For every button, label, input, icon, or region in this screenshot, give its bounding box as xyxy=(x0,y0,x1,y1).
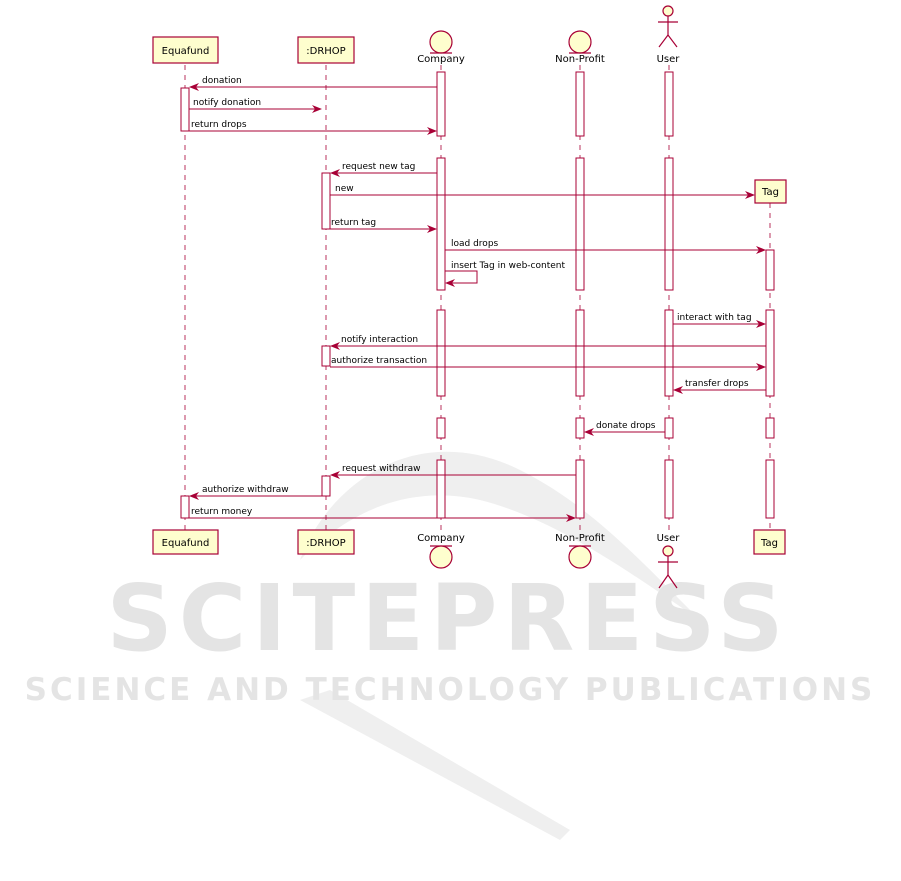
message-label: new xyxy=(335,184,354,194)
activation-bar xyxy=(321,345,331,367)
message-label: request withdraw xyxy=(342,464,420,474)
participant-user-bottom[interactable]: User xyxy=(657,533,681,589)
activation-bar xyxy=(321,172,331,230)
activation-bar xyxy=(765,309,775,397)
activation-bar xyxy=(436,71,446,137)
actor-icon xyxy=(662,5,674,17)
message-label: return money xyxy=(191,507,253,517)
participant-label: Non-Profit xyxy=(555,533,605,544)
participant-drhop-bottom[interactable]: :DRHOP xyxy=(297,529,355,555)
activation-bar xyxy=(765,417,775,439)
message-return-money[interactable]: return money xyxy=(189,507,576,522)
message-label: authorize withdraw xyxy=(202,485,289,495)
participant-tag-bottom[interactable]: Tag xyxy=(753,529,786,555)
activation-bar xyxy=(664,157,674,291)
participant-company-bottom[interactable]: Company xyxy=(417,533,465,569)
entity-icon xyxy=(429,30,453,54)
message-label: return drops xyxy=(191,120,247,130)
message-donate-drops[interactable]: donate drops xyxy=(584,421,665,436)
message-transfer-drops[interactable]: transfer drops xyxy=(673,379,766,394)
activation-bar xyxy=(664,71,674,137)
watermark-subtitle: SCIENCE AND TECHNOLOGY PUBLICATIONS xyxy=(25,672,876,708)
activation-bar xyxy=(575,309,585,397)
message-label: authorize transaction xyxy=(331,356,427,366)
participant-label: Non-Profit xyxy=(555,54,605,65)
participant-drhop-top[interactable]: :DRHOP xyxy=(297,36,355,64)
messages: donation notify donation return drops re… xyxy=(189,76,766,522)
activation-bar xyxy=(180,87,190,132)
participant-label: Company xyxy=(417,54,465,65)
watermark-wedge xyxy=(300,690,570,840)
participant-equafund-top[interactable]: Equafund xyxy=(152,36,219,64)
message-request-new-tag[interactable]: request new tag xyxy=(330,162,437,177)
participant-equafund-bottom[interactable]: Equafund xyxy=(152,529,219,555)
message-new[interactable]: new xyxy=(330,184,755,199)
activation-bar xyxy=(664,417,674,439)
message-interact-with-tag[interactable]: interact with tag xyxy=(673,313,766,328)
participant-label: Tag xyxy=(760,538,778,549)
message-return-tag[interactable]: return tag xyxy=(330,218,437,233)
activation-bar xyxy=(664,309,674,397)
message-label: return tag xyxy=(331,218,376,228)
entity-icon xyxy=(568,30,592,54)
message-label: donate drops xyxy=(596,421,656,431)
participant-label: Equafund xyxy=(162,538,210,549)
actor-icon xyxy=(662,545,674,557)
watermark-arc xyxy=(300,451,700,620)
participant-company-top[interactable]: Company xyxy=(417,30,465,65)
message-notify-interaction[interactable]: notify interaction xyxy=(330,335,766,350)
activation-bar xyxy=(436,157,446,291)
message-label: interact with tag xyxy=(677,313,752,323)
activation-bar xyxy=(436,309,446,397)
message-donation[interactable]: donation xyxy=(189,76,437,91)
activation-bar xyxy=(321,475,331,497)
activation-bar xyxy=(180,495,190,519)
participant-label: Equafund xyxy=(162,46,210,57)
entity-icon xyxy=(429,545,453,569)
participant-label: :DRHOP xyxy=(306,46,345,57)
message-notify-donation[interactable]: notify donation xyxy=(189,98,322,113)
activation-bar xyxy=(664,459,674,519)
activation-bars xyxy=(180,71,775,519)
participant-label: User xyxy=(657,54,681,65)
participant-label: :DRHOP xyxy=(306,538,345,549)
message-label: notify donation xyxy=(193,98,261,108)
message-return-drops[interactable]: return drops xyxy=(189,120,437,135)
message-authorize-transaction[interactable]: authorize transaction xyxy=(330,356,766,371)
activation-bar xyxy=(765,459,775,519)
message-label: donation xyxy=(202,76,242,86)
activation-bar xyxy=(575,157,585,291)
participant-label: User xyxy=(657,533,681,544)
activation-bar xyxy=(436,417,446,439)
message-insert-tag[interactable]: insert Tag in web-content xyxy=(445,261,565,287)
message-authorize-withdraw[interactable]: authorize withdraw xyxy=(189,485,322,500)
activation-bar xyxy=(765,249,775,291)
message-label: load drops xyxy=(451,239,499,249)
entity-icon xyxy=(568,545,592,569)
message-label: insert Tag in web-content xyxy=(451,261,565,271)
participant-user-top[interactable]: User xyxy=(657,5,681,65)
message-label: notify interaction xyxy=(341,335,418,345)
activation-bar xyxy=(575,71,585,137)
participants-bottom: Equafund :DRHOP Company Non-Profit User … xyxy=(152,529,786,589)
message-label: request new tag xyxy=(342,162,415,172)
watermark-title: SCITEPRESS xyxy=(106,565,789,672)
message-load-drops[interactable]: load drops xyxy=(445,239,766,254)
participant-tag-created[interactable]: Tag xyxy=(754,179,787,204)
participant-label: Company xyxy=(417,533,465,544)
participant-label: Tag xyxy=(761,187,779,198)
activation-bar xyxy=(575,417,585,439)
watermark: SCITEPRESS SCIENCE AND TECHNOLOGY PUBLIC… xyxy=(25,451,876,840)
participants-top: Equafund :DRHOP Company Non-Profit User … xyxy=(152,5,787,204)
message-label: transfer drops xyxy=(685,379,749,389)
participant-nonprofit-top[interactable]: Non-Profit xyxy=(555,30,605,65)
participant-nonprofit-bottom[interactable]: Non-Profit xyxy=(555,533,605,569)
activation-bar xyxy=(436,459,446,519)
message-request-withdraw[interactable]: request withdraw xyxy=(330,464,576,479)
activation-bar xyxy=(575,459,585,519)
